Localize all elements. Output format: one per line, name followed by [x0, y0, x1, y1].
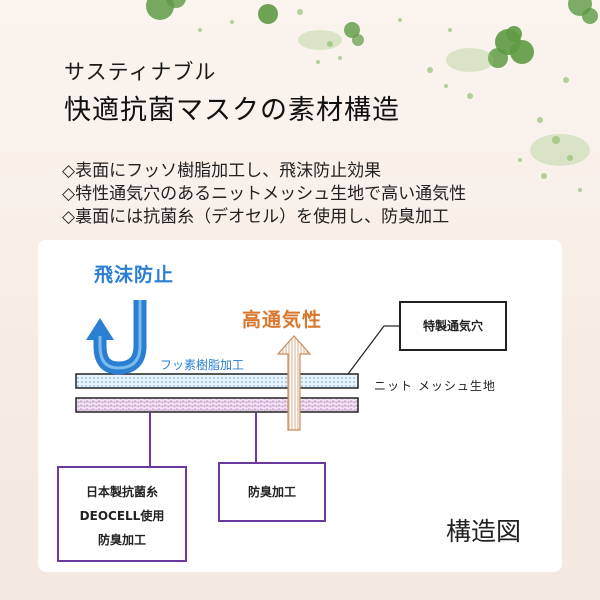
breathability-arrow-icon	[276, 335, 312, 431]
feature-list: ◇表面にフッソ樹脂加工し、飛沫防止効果 ◇特性通気穴のあるニットメッシュ生地で高…	[62, 160, 466, 229]
subtitle: サスティナブル	[64, 60, 217, 84]
fluoro-resin-label: フッ素樹脂加工	[160, 358, 245, 372]
deocell-line: 防臭加工	[97, 533, 146, 547]
diagram-caption: 構造図	[446, 517, 522, 546]
bottom-fabric-layer	[75, 397, 359, 413]
deocell-line: DEOCELL使用	[79, 509, 165, 523]
breathability-label: 高通気性	[242, 309, 323, 331]
deodorizing-box: 防臭加工	[218, 462, 326, 522]
splash-prevention-label: 飛沫防止	[94, 264, 175, 286]
knit-mesh-label: ニット メッシュ生地	[374, 379, 496, 393]
page-title: 快適抗菌マスクの素材構造	[64, 95, 400, 126]
splash-deflect-arrow-icon	[86, 300, 147, 375]
feature-item: ◇裏面には抗菌糸（デオセル）を使用し、防臭加工	[62, 207, 450, 227]
hole-connector-line	[347, 325, 385, 375]
feature-item: ◇特性通気穴のあるニットメッシュ生地で高い通気性	[62, 184, 467, 204]
deocell-thread-box: 日本製抗菌糸 DEOCELL使用 防臭加工	[57, 466, 187, 562]
top-fabric-layer	[75, 373, 359, 389]
special-vent-hole-box: 特製通気穴	[399, 301, 507, 351]
feature-item: ◇表面にフッソ樹脂加工し、飛沫防止効果	[62, 161, 382, 181]
structure-diagram	[75, 300, 399, 466]
deocell-line: 日本製抗菌糸	[85, 485, 158, 499]
